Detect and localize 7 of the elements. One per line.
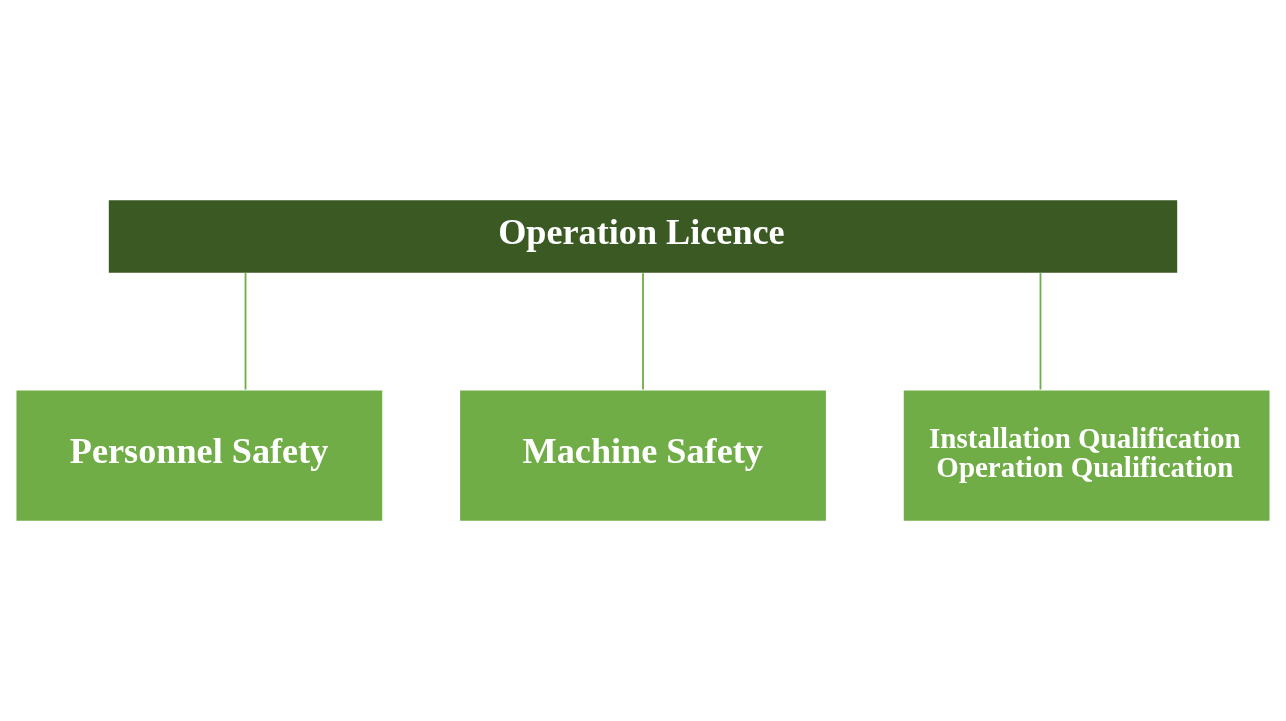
node-box: Machine Safety — [460, 390, 826, 521]
node-box: Operation Licence — [108, 200, 1178, 273]
connector — [642, 272, 644, 391]
node-box: Installation Qualification Operation Qualification — [903, 390, 1270, 521]
connector — [244, 272, 247, 391]
node-box: Personnel Safety — [16, 390, 383, 521]
connector — [1039, 272, 1042, 391]
